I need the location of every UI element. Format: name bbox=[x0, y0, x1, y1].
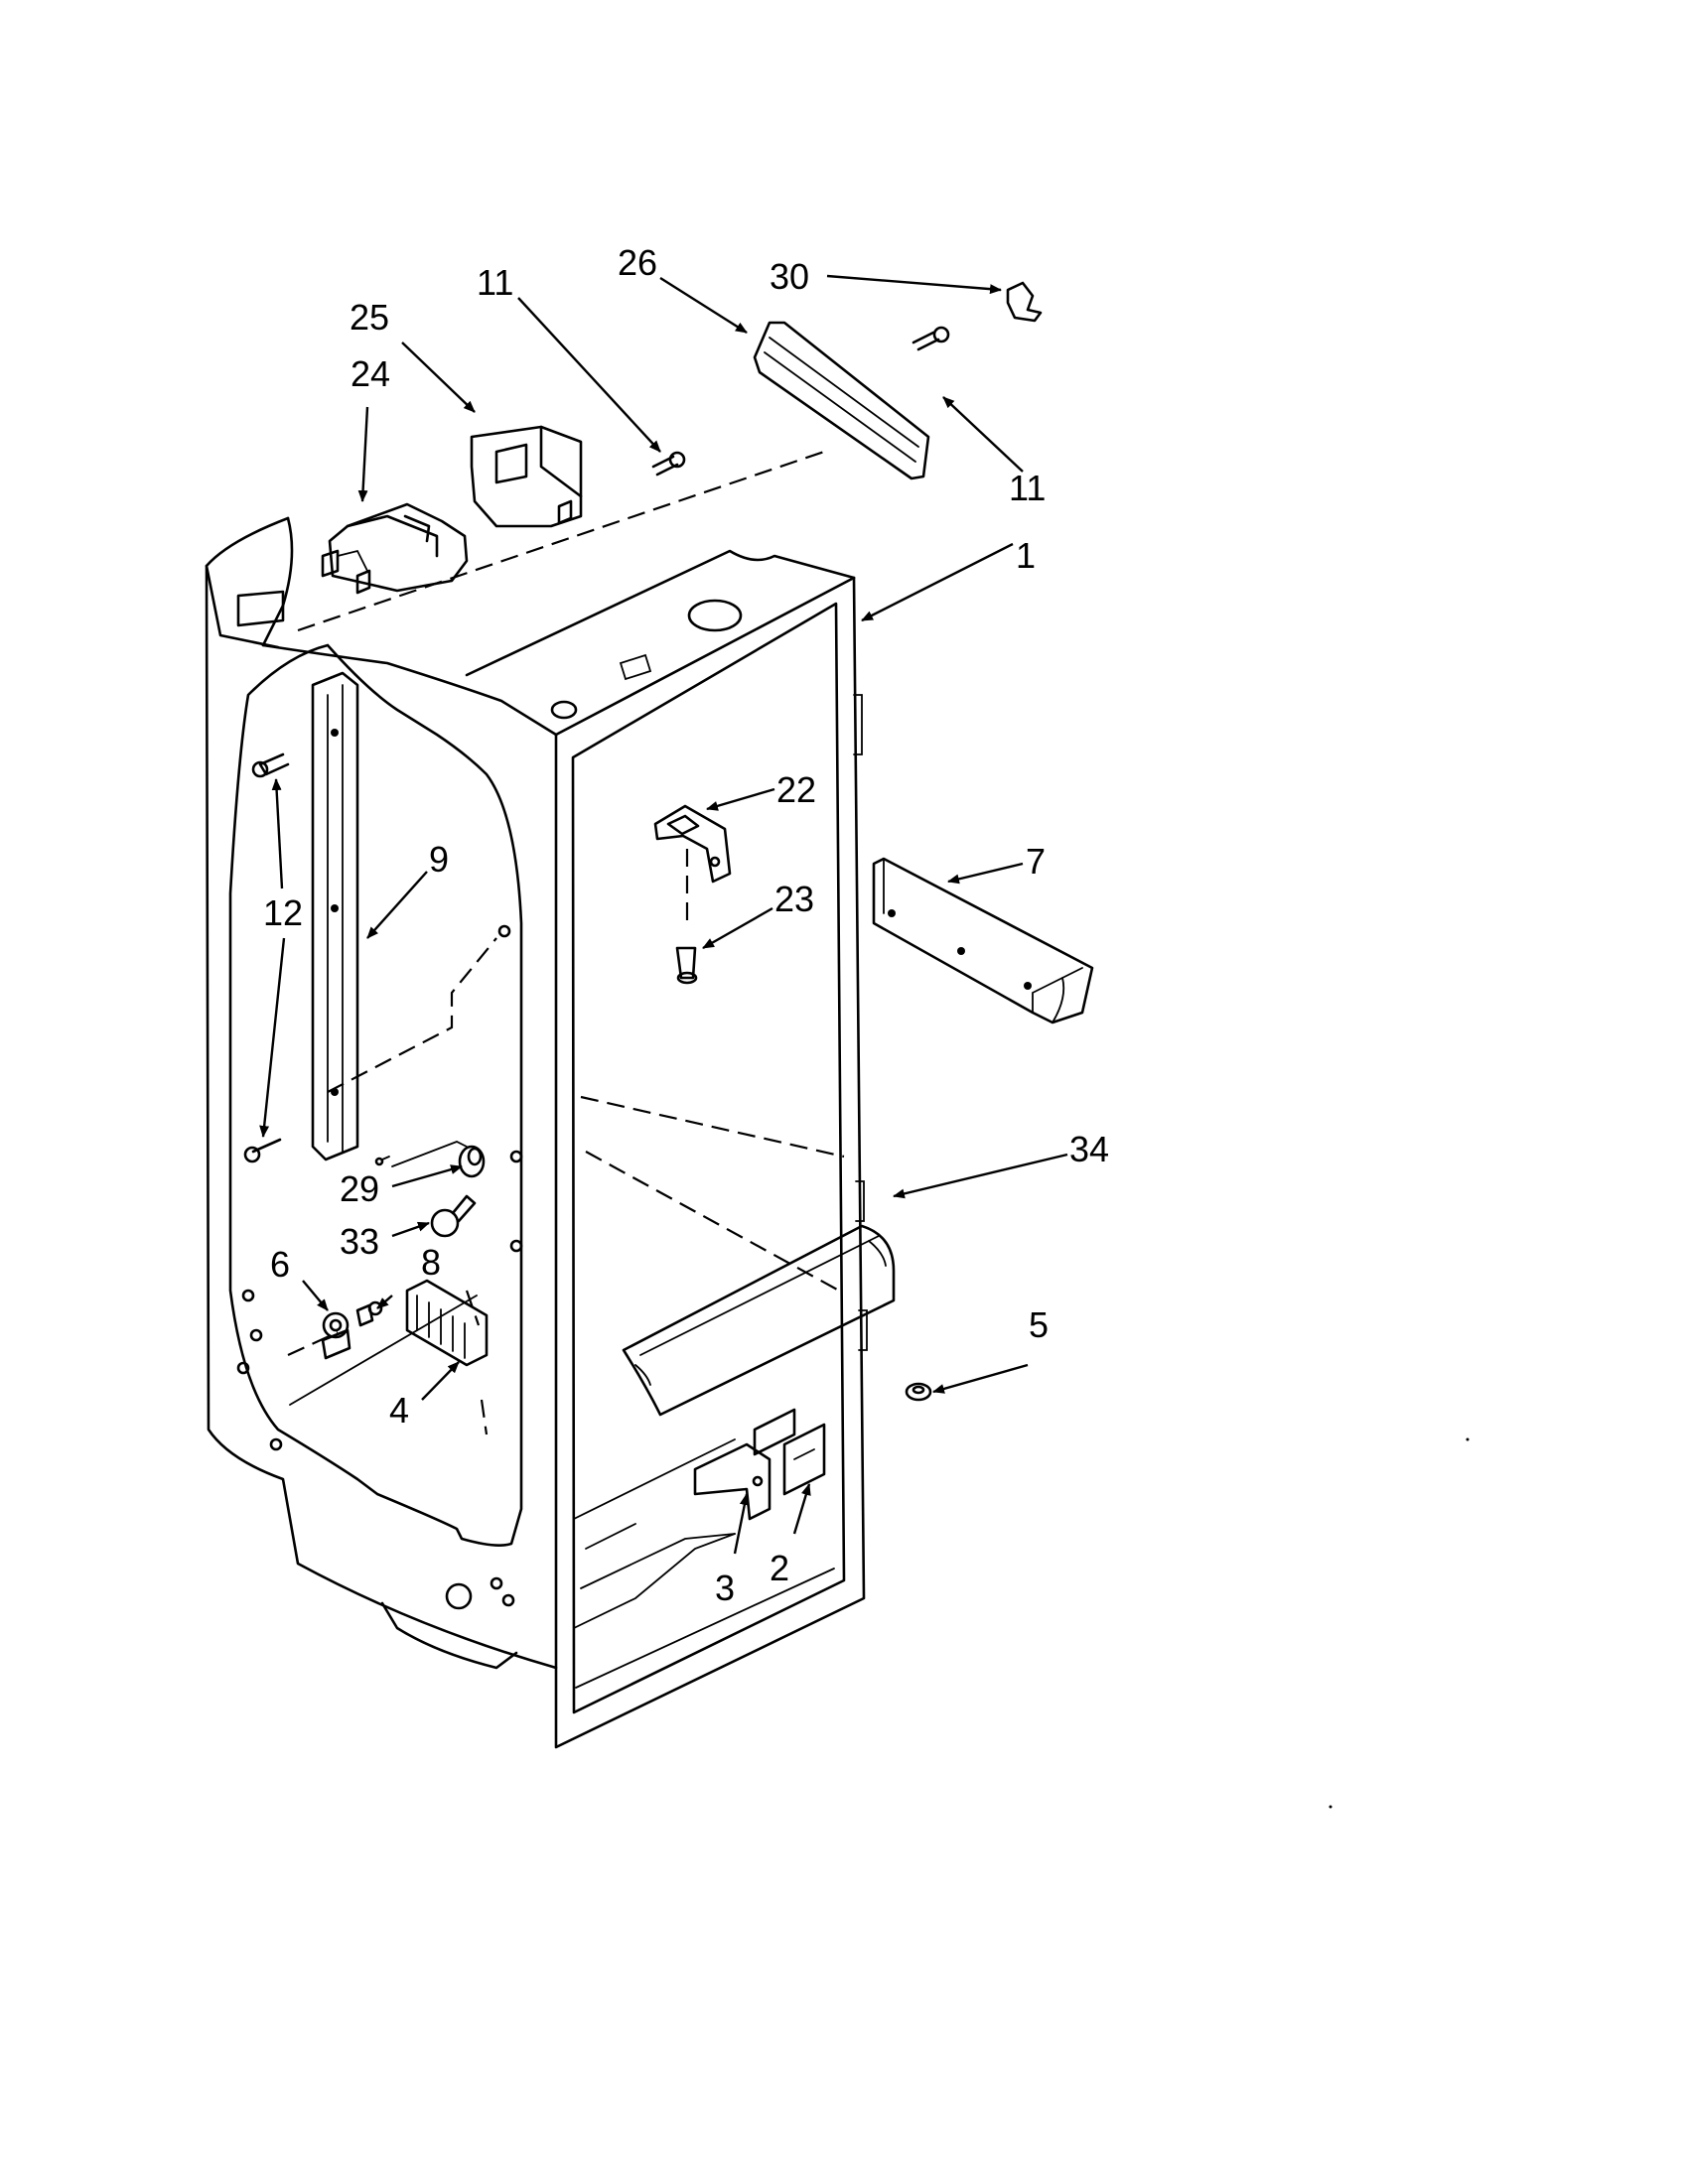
callout-22: 22 bbox=[776, 769, 816, 810]
callout-26: 26 bbox=[618, 242, 657, 283]
callout-2: 2 bbox=[770, 1548, 789, 1588]
clip bbox=[1006, 281, 1043, 323]
side-rail bbox=[872, 857, 1094, 1024]
light-socket bbox=[321, 1311, 351, 1360]
control-bracket bbox=[470, 425, 583, 528]
light-bracket bbox=[653, 804, 732, 928]
control-housing bbox=[321, 502, 469, 595]
callout-24: 24 bbox=[351, 353, 390, 394]
bracket-screw bbox=[675, 946, 698, 985]
callout-33: 33 bbox=[340, 1221, 379, 1262]
callout-8: 8 bbox=[421, 1242, 441, 1283]
nut bbox=[905, 1382, 932, 1402]
callout-34: 34 bbox=[1069, 1129, 1109, 1169]
bottom-bracket-rear bbox=[693, 1442, 772, 1521]
callout-11-right: 11 bbox=[1009, 468, 1046, 508]
callout-4: 4 bbox=[389, 1390, 409, 1431]
callout-6: 6 bbox=[270, 1244, 290, 1285]
bottom-bracket-front bbox=[753, 1408, 826, 1496]
callout-5: 5 bbox=[1029, 1304, 1049, 1345]
callout-9: 9 bbox=[429, 839, 449, 880]
shelf-cover bbox=[622, 1224, 896, 1417]
callout-25: 25 bbox=[350, 297, 389, 338]
cabinet-liner bbox=[205, 450, 868, 1749]
light-bulb-socket bbox=[374, 1141, 486, 1178]
callout-labels: 1 2 3 4 5 6 7 8 9 11 11 12 22 23 24 25 2… bbox=[263, 242, 1109, 1608]
screw-bracket bbox=[651, 451, 686, 477]
light-switch bbox=[355, 1300, 383, 1327]
light-bulb bbox=[430, 1194, 477, 1238]
callout-11-top: 11 bbox=[477, 262, 513, 303]
callout-12: 12 bbox=[263, 892, 303, 933]
speck bbox=[1466, 1437, 1470, 1441]
callout-7: 7 bbox=[1026, 841, 1046, 882]
callout-29: 29 bbox=[340, 1168, 379, 1209]
vertical-channel bbox=[311, 671, 359, 1161]
screw-upper-left bbox=[251, 752, 290, 778]
callout-23: 23 bbox=[774, 879, 814, 919]
leader-lines bbox=[259, 274, 1068, 1555]
callout-3: 3 bbox=[715, 1568, 735, 1608]
callout-30: 30 bbox=[770, 256, 809, 297]
top-rail bbox=[753, 321, 930, 480]
screw-lower-left bbox=[243, 1138, 282, 1163]
screw-rail bbox=[912, 326, 950, 351]
vent-grille bbox=[405, 1279, 489, 1367]
speck bbox=[1329, 1805, 1333, 1809]
callout-1: 1 bbox=[1016, 535, 1036, 576]
